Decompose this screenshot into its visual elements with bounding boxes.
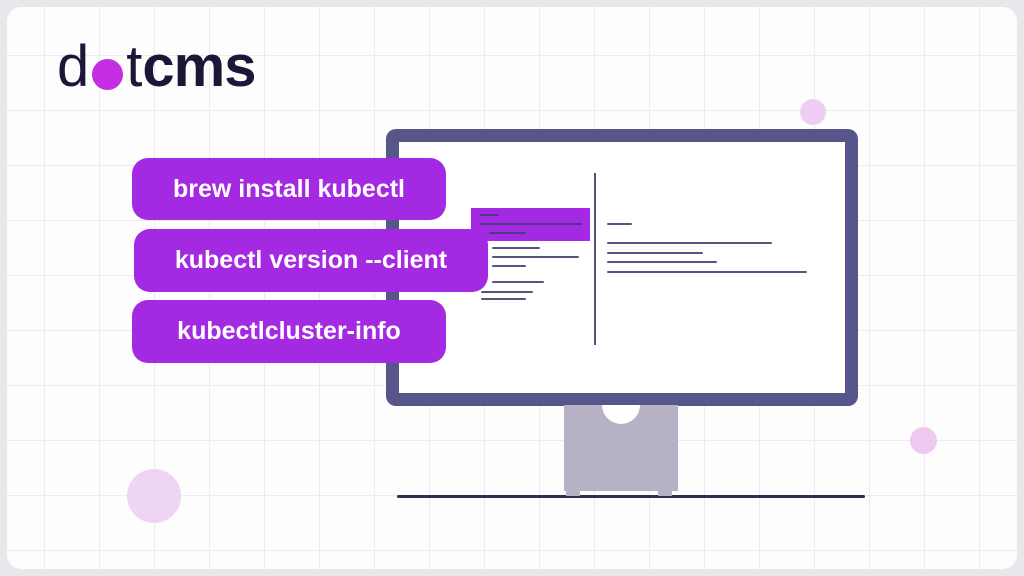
terminal-line [480,223,582,225]
terminal-line [607,223,632,225]
command-pill-label: kubectlcluster-info [177,317,401,345]
decor-circle-top-right [800,99,826,125]
command-pill-kubectl-cluster-info[interactable]: kubectlcluster-info [132,300,446,363]
canvas-card: d t cms [7,7,1017,569]
terminal-line [607,261,717,263]
decor-circle-right [910,427,937,454]
stand-notch [602,405,640,424]
command-pill-label: kubectl version --client [174,246,448,274]
logo-letter-t: t [126,34,143,99]
command-pill-kubectl-version-client[interactable]: kubectl version --client [134,229,488,292]
terminal-line [492,265,526,267]
logo-dot-icon [92,59,124,90]
terminal-line [481,298,526,300]
command-pill-label: brew install kubectl [172,174,405,203]
logo-letter-d: d [57,34,90,99]
stand-foot-right [658,489,672,496]
terminal-line [489,232,526,234]
logo-cms: cms [142,34,256,99]
dotcms-logo: d t cms [57,34,256,99]
terminal-line [607,242,772,244]
terminal-line [481,291,533,293]
ground-line [397,495,865,498]
screen-divider [594,173,596,345]
terminal-line [480,214,499,216]
terminal-line [607,252,703,254]
command-pill-brew-install-kubectl[interactable]: brew install kubectl [132,158,446,220]
monitor-stand [564,405,678,491]
terminal-line [492,247,540,249]
terminal-line [492,256,579,258]
grid-background: d t cms [7,7,1017,569]
stand-foot-left [566,489,580,496]
decor-circle-bottom-left [127,469,181,523]
terminal-line [607,271,807,273]
terminal-line [492,281,544,283]
